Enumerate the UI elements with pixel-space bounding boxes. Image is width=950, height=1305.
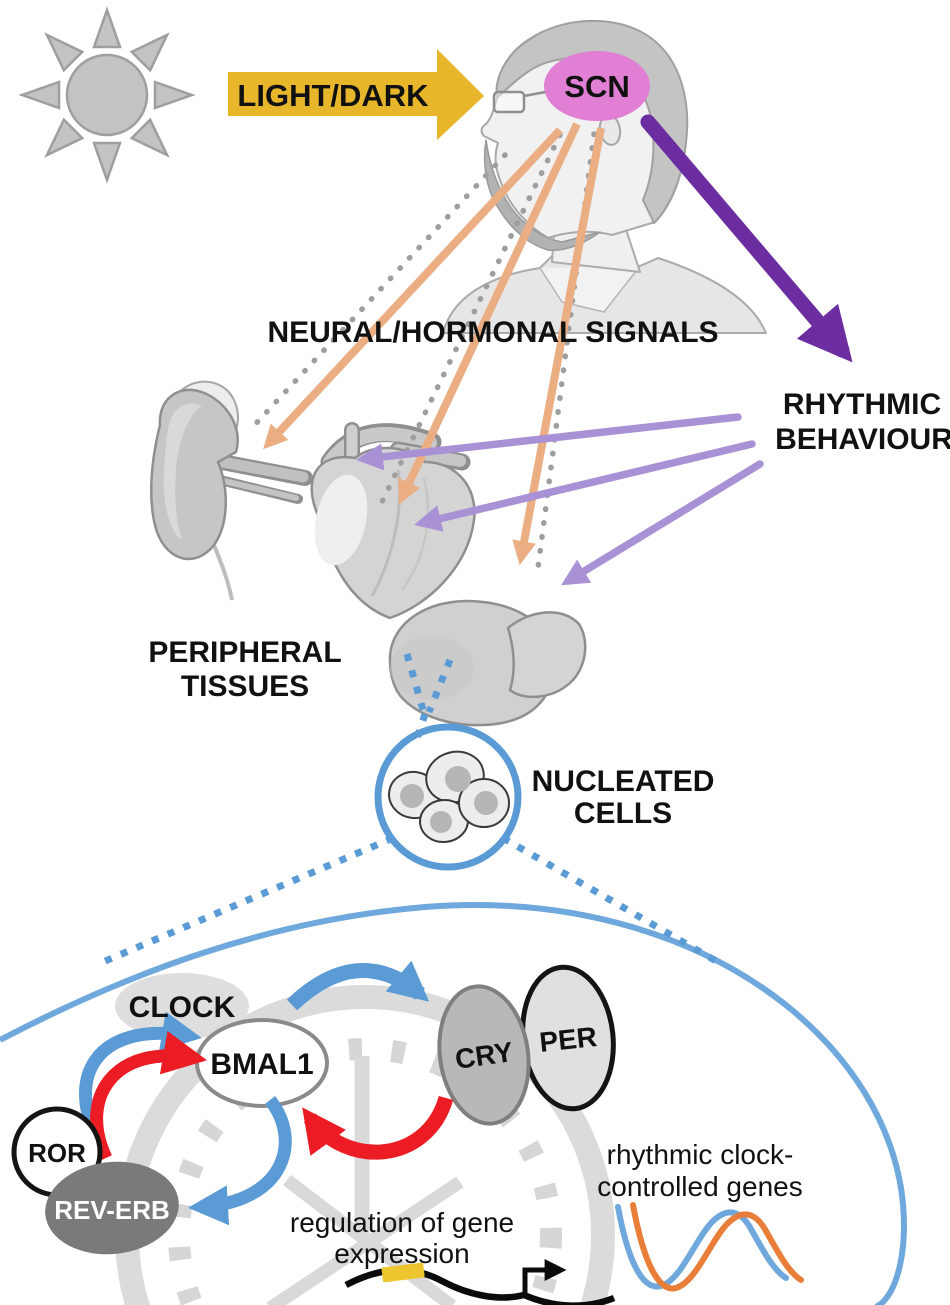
- rhythmic-behaviour-label-1: RHYTHMIC: [783, 388, 941, 421]
- cry-node: [437, 984, 531, 1126]
- promoter-box: [381, 1262, 425, 1283]
- cell-membrane-arc: [0, 902, 907, 1305]
- repression-arrow-cry-to-bmal1: [302, 1095, 454, 1160]
- purple-feedback-arrow-1: [355, 413, 742, 471]
- sun-icon: [18, 6, 196, 184]
- liver-zoom-dotted-stem: [412, 712, 429, 744]
- orange-signal-arrow-2: [398, 122, 581, 505]
- activation-arrow-bmal1-to-reverb: [188, 1095, 292, 1226]
- regulation-label-2: expression: [334, 1238, 469, 1269]
- heart-atrium-highlight: [314, 474, 368, 566]
- renal-vessel-1-fill: [216, 456, 309, 483]
- kidney-illustration: [150, 380, 313, 601]
- rhythmic-behaviour-label-2: BEHAVIOUR: [775, 423, 950, 456]
- neural-hormonal-label: NEURAL/HORMONAL SIGNALS: [267, 316, 718, 349]
- clock-node: [115, 973, 249, 1039]
- rev-erb-label: REV-ERB: [54, 1195, 170, 1225]
- peripheral-tissues-label-2: TISSUES: [181, 670, 309, 703]
- clock-label: CLOCK: [129, 991, 236, 1024]
- zoom-dotted-lines: [101, 653, 725, 969]
- dotted-signal-line-1: [247, 152, 508, 433]
- sine-wave-orange: [630, 1202, 804, 1292]
- ccg-label-1: rhythmic clock-: [607, 1139, 794, 1170]
- clock-tick-ring: [168, 1038, 562, 1305]
- nucleus-2: [445, 766, 471, 792]
- orange-signal-arrow-1: [263, 127, 563, 450]
- behaviour-feedback-arrows: [355, 413, 764, 586]
- dotted-signal-line-2: [377, 132, 563, 509]
- liver-shading: [390, 636, 474, 700]
- liver-illustration: [388, 599, 587, 727]
- scn-ellipse: [544, 51, 650, 121]
- activation-arrow-bmal1-to-cry: [286, 960, 430, 1011]
- nucleus-4: [474, 791, 498, 815]
- peripheral-tissues-label-1: PERIPHERAL: [148, 636, 341, 669]
- light-dark-arrow: [228, 49, 484, 140]
- nucleated-cells-illustration: [374, 723, 522, 871]
- nucleus-3: [430, 811, 452, 833]
- nucleated-cells-label-2: CELLS: [574, 797, 672, 830]
- hormonal-signal-arrows: [263, 122, 605, 566]
- liver-right-lobe: [506, 611, 587, 699]
- scn-label: SCN: [564, 69, 629, 104]
- transcription-start-arrow: [522, 1259, 567, 1297]
- kidney-highlight: [163, 403, 202, 540]
- rev-erb-node: [45, 1161, 179, 1255]
- light-dark-label: LIGHT/DARK: [237, 78, 429, 113]
- renal-vessel-2-fill: [217, 477, 299, 501]
- sine-wave-blue: [615, 1204, 789, 1290]
- ureter: [212, 544, 234, 601]
- bmal1-label: BMAL1: [210, 1048, 313, 1081]
- rhythmic-behaviour-arrow: [640, 114, 853, 363]
- heart-illustration: [310, 422, 476, 620]
- aorta-arch-fill: [323, 426, 437, 469]
- nucleus-1: [400, 784, 424, 808]
- coronary-line-2: [400, 477, 430, 591]
- cell-zoom-dotted-left: [101, 834, 395, 966]
- nucleated-cells-label-1: NUCLEATED: [532, 765, 715, 798]
- clock-hand-b: [266, 1176, 464, 1305]
- ccg-label-2: controlled genes: [597, 1171, 802, 1202]
- glasses-icon: [492, 90, 526, 114]
- orange-signal-arrow-3: [512, 127, 605, 566]
- purple-feedback-arrow-2: [414, 440, 756, 532]
- purple-feedback-arrow-3: [561, 460, 764, 586]
- ror-label: ROR: [28, 1138, 86, 1168]
- per-label: PER: [538, 1021, 599, 1058]
- regulation-label-1: regulation of gene: [290, 1207, 514, 1238]
